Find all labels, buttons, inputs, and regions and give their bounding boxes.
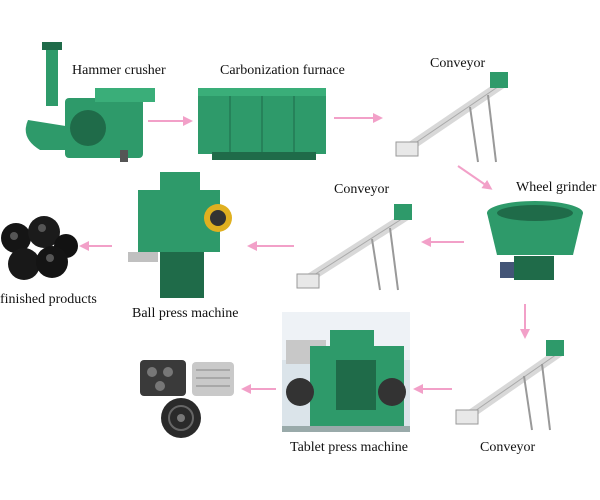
label-tablet-press: Tablet press machine (290, 440, 408, 455)
label-ball-press: Ball press machine (132, 306, 239, 321)
ball-press-icon (128, 172, 232, 298)
wheel-grinder-icon (487, 201, 583, 280)
conveyor-icon (395, 72, 508, 163)
label-wheel-grinder: Wheel grinder (516, 180, 597, 195)
conveyor-icon (455, 340, 564, 431)
furnace-icon (198, 88, 326, 160)
label-carbonization-furnace: Carbonization furnace (220, 63, 345, 78)
label-conveyor-3: Conveyor (480, 440, 536, 455)
label-conveyor-2: Conveyor (334, 182, 390, 197)
label-conveyor-1: Conveyor (430, 56, 486, 71)
label-hammer-crusher: Hammer crusher (72, 63, 166, 78)
briquette-samples-icon (140, 360, 234, 438)
label-finished-products: finished products (0, 292, 97, 307)
briquette-balls-icon (1, 216, 78, 280)
tablet-press-icon (282, 312, 410, 432)
conveyor-icon (296, 204, 412, 291)
flow-arrows (79, 113, 530, 394)
arrow-conveyor-to-grinder (457, 165, 493, 190)
hammer-crusher-icon (25, 42, 155, 162)
